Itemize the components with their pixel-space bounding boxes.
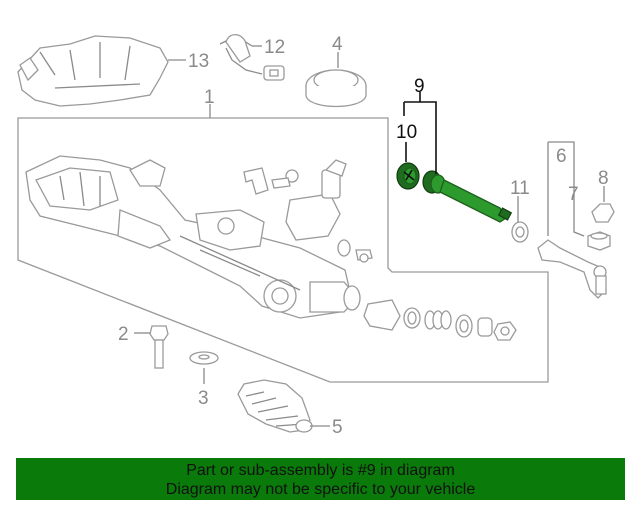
part-1-washer-bolt[interactable] [337,239,373,263]
part-2-bolt[interactable] [149,325,169,369]
callout-11[interactable]: 11 [510,178,530,199]
part-1-bracket[interactable] [243,167,299,195]
part-12-sensor-harness[interactable] [219,34,285,81]
part-7-nut[interactable] [587,231,611,251]
banner-line-1: Part or sub-assembly is #9 in diagram [186,462,455,479]
part-1-steering-gearbox[interactable] [25,155,361,319]
leader-6b [548,141,575,200]
callout-6[interactable]: 6 [556,146,567,167]
banner-line-2: Diagram may not be specific to your vehi… [165,481,476,498]
part-11-ring[interactable] [511,221,529,243]
info-banner: Part or sub-assembly is #9 in diagram Di… [16,458,625,500]
part-5-bellows-boot[interactable] [237,379,313,433]
part-6-tie-rod-end[interactable] [537,239,607,299]
part-1-seal-rings[interactable] [363,299,517,341]
parts-diagram: 13 12 4 1 [17,34,615,438]
callout-3[interactable]: 3 [198,388,209,409]
part-9-inner-tie-rod[interactable] [422,170,513,223]
callout-7[interactable]: 7 [568,184,579,205]
callout-9[interactable]: 9 [414,76,425,97]
callout-13[interactable]: 13 [188,51,209,72]
callout-10[interactable]: 10 [396,122,417,143]
part-10-inner-end-boot[interactable] [396,162,420,190]
part-4-grommet[interactable] [305,69,367,108]
callout-5[interactable]: 5 [332,417,343,438]
callout-1[interactable]: 1 [204,87,215,108]
callout-12[interactable]: 12 [264,37,285,58]
leader-9b [404,101,437,174]
callout-2[interactable]: 2 [118,324,129,345]
leader-7 [573,200,585,237]
part-8-cap[interactable] [591,203,615,223]
part-3-washer[interactable] [189,351,219,365]
callout-8[interactable]: 8 [598,168,609,189]
part-13-heat-shield[interactable] [17,35,169,107]
callout-4[interactable]: 4 [332,34,343,55]
part-1-assembly-frame [17,117,549,383]
